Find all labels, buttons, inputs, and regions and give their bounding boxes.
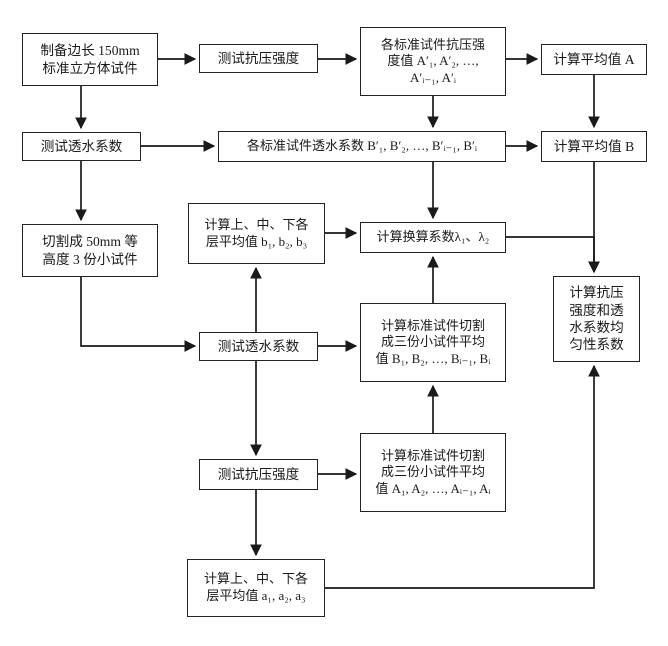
node-label: 计算上、中、下各 层平均值 b₁, b₂, b₃ bbox=[204, 216, 309, 249]
node-calculate-average-value-a-upper[interactable]: 计算平均值 A bbox=[541, 44, 647, 75]
node-label: 计算换算系数λ₁、λ₂ bbox=[376, 229, 490, 245]
node-label: 各标准试件透水系数 B′₁, B′₂, …, B′ᵢ₋₁, B′ᵢ bbox=[246, 138, 478, 154]
node-label: 计算标准试件切割 成三份小试件平均 值 A₁, A₂, …, Aᵢ₋₁, Aᵢ bbox=[375, 447, 491, 496]
node-calculate-conversion-coefficients-lambda[interactable]: 计算换算系数λ₁、λ₂ bbox=[360, 222, 506, 253]
node-calculate-uniformity-coefficients[interactable]: 计算抗压 强度和透 水系数均 匀性系数 bbox=[553, 276, 640, 362]
node-test-compressive-strength-lower[interactable]: 测试抗压强度 bbox=[199, 459, 318, 490]
node-label: 测试抗压强度 bbox=[217, 466, 300, 482]
node-label: 计算平均值 A bbox=[553, 51, 635, 67]
node-calculate-layer-averages-b-lower[interactable]: 计算上、中、下各 层平均值 b₁, b₂, b₃ bbox=[188, 203, 325, 264]
node-standard-specimen-permeability-coefficient-values[interactable]: 各标准试件透水系数 B′₁, B′₂, …, B′ᵢ₋₁, B′ᵢ bbox=[218, 131, 506, 162]
node-label: 测试透水系数 bbox=[217, 338, 300, 354]
node-label: 切割成 50mm 等 高度 3 份小试件 bbox=[42, 234, 138, 267]
node-label: 各标准试件抗压强 度值 A′₁, A′₂, …, A′ᵢ₋₁, A′ᵢ bbox=[380, 36, 485, 85]
node-test-permeability-coefficient-top[interactable]: 测试透水系数 bbox=[22, 132, 141, 161]
node-test-permeability-coefficient-lower[interactable]: 测试透水系数 bbox=[199, 332, 318, 361]
edge-conversion-to-uniformity bbox=[506, 236, 600, 274]
node-cut-into-50mm-three-small-specimens[interactable]: 切割成 50mm 等 高度 3 份小试件 bbox=[22, 224, 158, 277]
node-calculate-small-specimen-average-a-values[interactable]: 计算标准试件切割 成三份小试件平均 值 A₁, A₂, …, Aᵢ₋₁, Aᵢ bbox=[360, 433, 506, 512]
node-test-compressive-strength-top[interactable]: 测试抗压强度 bbox=[199, 44, 318, 73]
node-label: 计算抗压 强度和透 水系数均 匀性系数 bbox=[569, 285, 624, 353]
node-label: 计算上、中、下各 层平均值 a₁, a₂, a₃ bbox=[203, 571, 308, 603]
node-calculate-layer-averages-a-lower[interactable]: 计算上、中、下各 层平均值 a₁, a₂, a₃ bbox=[187, 559, 325, 617]
edge-cut-specimen-to-test-permeability-lower bbox=[80, 277, 197, 352]
node-label: 测试透水系数 bbox=[40, 138, 123, 154]
node-label: 计算标准试件切割 成三份小试件平均 值 B₁, B₂, …, Bᵢ₋₁, Bᵢ bbox=[375, 317, 491, 366]
node-calculate-average-value-b-upper[interactable]: 计算平均值 B bbox=[541, 131, 647, 162]
node-label: 计算平均值 B bbox=[553, 138, 635, 154]
node-label: 制备边长 150mm 标准立方体试件 bbox=[40, 43, 140, 76]
node-prepare-standard-cube-specimen[interactable]: 制备边长 150mm 标准立方体试件 bbox=[22, 33, 158, 86]
node-label: 测试抗压强度 bbox=[217, 50, 300, 66]
node-calculate-small-specimen-average-b-values[interactable]: 计算标准试件切割 成三份小试件平均 值 B₁, B₂, …, Bᵢ₋₁, Bᵢ bbox=[360, 303, 506, 382]
node-standard-specimen-compressive-strength-values[interactable]: 各标准试件抗压强 度值 A′₁, A′₂, …, A′ᵢ₋₁, A′ᵢ bbox=[360, 27, 506, 96]
